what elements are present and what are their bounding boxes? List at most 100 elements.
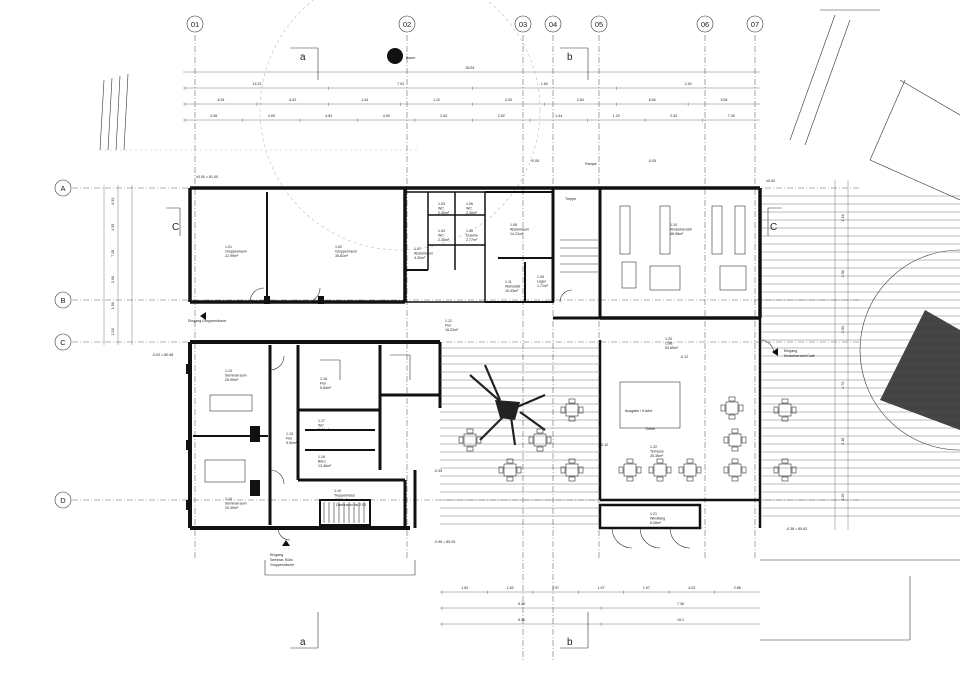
room-area: 6.28m² xyxy=(650,521,662,525)
grid-bubble-03: 03 xyxy=(514,15,532,33)
level-9: -0.10 xyxy=(600,443,608,447)
dim-top_row2-3: 1.12 xyxy=(433,98,440,102)
entrance-label-line3: Gruppenräume xyxy=(270,563,294,567)
cafe-table xyxy=(773,458,797,482)
dim-right_vertical-0: 6.16 xyxy=(841,214,845,221)
room-name: Dusche xyxy=(466,234,478,238)
dim-bottom_row3-0: 9.36 xyxy=(518,618,525,622)
dim-bottom_row2-0: 9.36 xyxy=(518,602,525,606)
svg-text:02: 02 xyxy=(403,20,411,29)
room-number: 1.10 xyxy=(670,223,677,227)
room-name: WC xyxy=(318,424,324,428)
svg-text:04: 04 xyxy=(549,20,557,29)
room-number: 1.19 xyxy=(334,489,341,493)
building-walls xyxy=(186,186,762,549)
room-area: 5.84m² xyxy=(320,386,332,390)
room-number: 1.06 xyxy=(466,202,473,206)
room-name: Gruppenraum xyxy=(225,250,247,254)
dim-top_row3-1: 4.99 xyxy=(268,114,275,118)
entrance-right-label-1: Eingang xyxy=(784,349,797,353)
level-4: ±0.00 xyxy=(766,179,775,183)
level-1: ±0.00 = 81.00 xyxy=(196,175,218,179)
room-name: WC xyxy=(466,207,472,211)
room-name: Abstellraum xyxy=(510,228,529,232)
dim-top_row3-8: 2.52 xyxy=(670,114,677,118)
level-3: -0.05 xyxy=(648,159,656,163)
grid-bubble-06: 06 xyxy=(696,15,714,33)
svg-text:C: C xyxy=(60,338,66,347)
cafe-table xyxy=(678,458,702,482)
room-number: 1.20 xyxy=(665,337,672,341)
courtyard-tree xyxy=(469,364,546,446)
dim-left_vertical-0: 6.33 xyxy=(111,198,115,205)
room-name: Werkstatt xyxy=(505,285,520,289)
stair-note: Dachraum bis 2.00 xyxy=(336,503,366,507)
room-area: 53.65m² xyxy=(665,346,679,350)
level-7: -0.12 xyxy=(680,355,688,359)
dim-top_row2-5: 2.84 xyxy=(577,98,584,102)
dim-right_vertical-4: 2.18 xyxy=(841,438,845,445)
dim-top_row1-3: 2.40 xyxy=(685,82,692,86)
site-context xyxy=(99,0,960,641)
cafe-table xyxy=(618,458,642,482)
svg-text:B: B xyxy=(60,296,65,305)
room-name: Windfang xyxy=(650,517,665,521)
svg-text:06: 06 xyxy=(701,20,709,29)
level-10: -0.95 = 80.05 xyxy=(434,540,455,544)
entrance-label-line2: Seminar, Büro xyxy=(270,558,293,562)
room-number: 1.07 xyxy=(414,247,421,251)
room-name: Seminarraum xyxy=(225,502,247,506)
section-a-bottom: a xyxy=(300,637,306,648)
dim-top_row2-6: 6.46 xyxy=(649,98,656,102)
room-area: 25.36m² xyxy=(650,454,664,458)
room-number: 1.21 xyxy=(650,512,657,516)
dim-top_row2-1: 6.42 xyxy=(289,98,296,102)
entrance-right-arrow-icon xyxy=(772,348,778,356)
room-number: 1.04 xyxy=(438,229,445,233)
grid-bubble-01: 01 xyxy=(186,15,204,33)
svg-text:07: 07 xyxy=(751,20,759,29)
annotations: Eingang Seminar, Büro Gruppenräume Einga… xyxy=(188,162,815,567)
dim-top_row3-6: 1.44 xyxy=(555,114,562,118)
entrance-left-arrow-icon xyxy=(200,312,206,320)
grid-bubble-02: 02 xyxy=(398,15,416,33)
dim-bottom_row1-1: 1.82 xyxy=(507,586,514,590)
room-name: Flur xyxy=(320,382,327,386)
cafe-tables xyxy=(458,396,797,482)
room-number: 1.08 xyxy=(510,223,517,227)
dim-right_vertical-2: 3.93 xyxy=(841,326,845,333)
room-number: 1.05 xyxy=(466,229,473,233)
room-name: Treppenhaus xyxy=(334,494,355,498)
grid-bubble-07: 07 xyxy=(746,15,764,33)
room-name: Flur xyxy=(286,437,293,441)
room-number: 1.13 xyxy=(225,369,232,373)
svg-text:01: 01 xyxy=(191,20,199,29)
section-a-top: a xyxy=(300,52,306,63)
grid-bubble-05: 05 xyxy=(590,15,608,33)
room-area: 2.35m² xyxy=(438,238,450,242)
room-area: 22.99m² xyxy=(225,254,239,258)
level-6: -0.35 xyxy=(434,469,442,473)
room-name: Seminarraum xyxy=(225,374,247,378)
section-c-left: C xyxy=(172,222,179,233)
cafe-table xyxy=(560,398,584,422)
cafe-table xyxy=(528,428,552,452)
dim-top_row3-0: 2.06 xyxy=(210,114,217,118)
dim-left_vertical-1: 4.35 xyxy=(111,224,115,231)
